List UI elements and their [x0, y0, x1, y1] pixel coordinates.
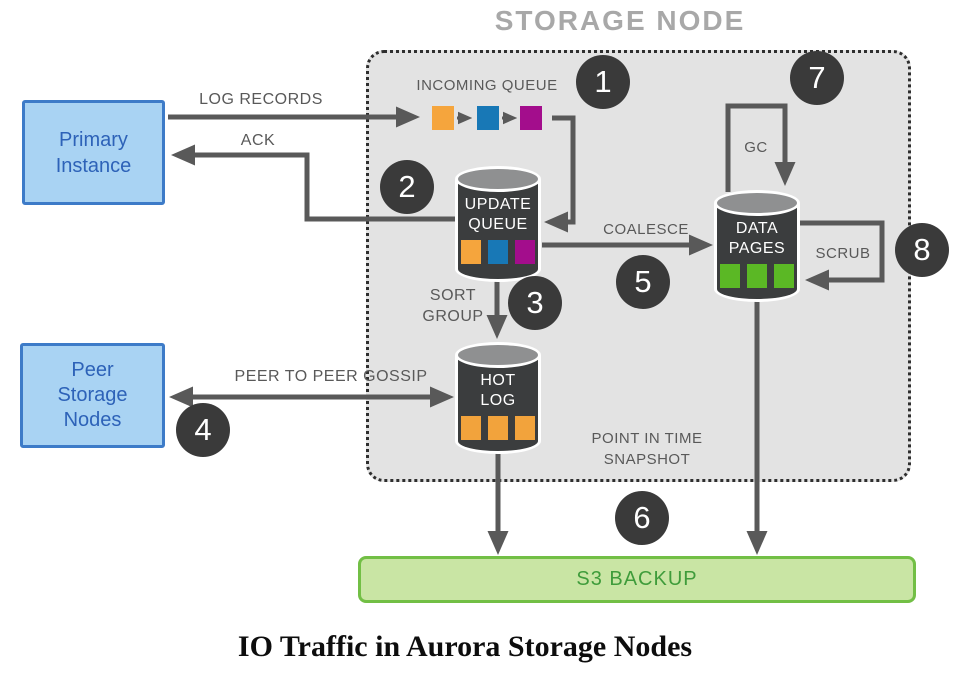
update-queue-label-line: QUEUE — [468, 216, 528, 233]
peer-to-peer-gossip-label: PEER TO PEER GOSSIP — [234, 368, 428, 385]
storage-node-title: STORAGE NODE — [494, 5, 746, 36]
incoming-queue-item — [432, 106, 454, 130]
step-badge-4: 4 — [176, 403, 230, 457]
coalesce-label: COALESCE — [603, 221, 689, 238]
scrub-label: SCRUB — [815, 245, 871, 262]
incoming-queue-item — [520, 106, 542, 130]
cylinder-top — [455, 166, 541, 192]
primary-instance-label-line: Instance — [55, 154, 132, 177]
data-pages-cylinder: DATA PAGES — [714, 190, 800, 302]
point-in-time-snapshot-label: POINT IN TIME SNAPSHOT — [591, 430, 703, 468]
step-badge-7: 7 — [790, 51, 844, 105]
page-block — [747, 264, 767, 288]
queue-block — [488, 240, 508, 264]
log-block — [461, 416, 481, 440]
step-badge-1: 1 — [576, 55, 630, 109]
incoming-queue-label: INCOMING QUEUE — [416, 77, 558, 94]
primary-instance-label-line: Primary — [59, 128, 128, 151]
log-records-label: LOG RECORDS — [199, 91, 323, 108]
peer-storage-label-line: Peer — [71, 359, 114, 381]
update-queue-label-line: UPDATE — [464, 196, 532, 213]
peer-storage-nodes-node: Peer Storage Nodes — [20, 343, 165, 448]
hot-log-label-line: HOT — [480, 372, 516, 389]
data-pages-label-line: PAGES — [728, 240, 786, 257]
sort-group-label: SORT GROUP — [422, 287, 484, 325]
primary-instance-node: Primary Instance — [22, 100, 165, 205]
step-badge-2: 2 — [380, 160, 434, 214]
log-block — [488, 416, 508, 440]
gc-label: GC — [744, 139, 768, 156]
cylinder-top — [714, 190, 800, 216]
cylinder-top — [455, 342, 541, 368]
peer-storage-label-line: Storage — [57, 384, 128, 406]
page-block — [774, 264, 794, 288]
update-queue-cylinder: UPDATE QUEUE — [455, 166, 541, 282]
hot-log-label-line: LOG — [480, 392, 516, 409]
incoming-queue-item — [477, 106, 499, 130]
log-block — [515, 416, 535, 440]
step-badge-5: 5 — [616, 255, 670, 309]
s3-backup-bar: S3 BACKUP — [358, 556, 916, 603]
cylinder-body — [455, 179, 541, 282]
page-block — [720, 264, 740, 288]
data-pages-label-line: DATA — [735, 220, 779, 237]
step-badge-8: 8 — [895, 223, 949, 277]
step-badge-3: 3 — [508, 276, 562, 330]
diagram-caption: IO Traffic in Aurora Storage Nodes — [237, 630, 693, 663]
step-badge-6: 6 — [615, 491, 669, 545]
ack-label: ACK — [240, 132, 276, 149]
s3-backup-label: S3 BACKUP — [576, 568, 698, 590]
queue-block — [515, 240, 535, 264]
peer-storage-label-line: Nodes — [63, 409, 122, 431]
hot-log-cylinder: HOT LOG — [455, 342, 541, 454]
queue-block — [461, 240, 481, 264]
